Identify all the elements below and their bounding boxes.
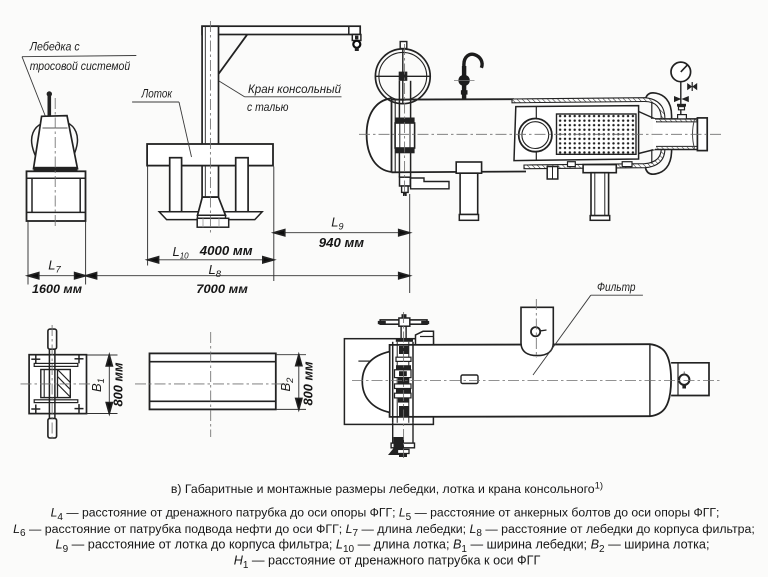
svg-text:тросовой системой: тросовой системой bbox=[30, 59, 131, 73]
svg-text:L8: L8 bbox=[209, 262, 222, 280]
svg-text:800 мм: 800 мм bbox=[302, 362, 316, 406]
svg-text:Лебедка с: Лебедка с bbox=[29, 40, 81, 54]
svg-text:L9 — расстояние от лотка до ко: L9 — расстояние от лотка до корпуса филь… bbox=[56, 538, 710, 555]
svg-text:L6 — расстояние от патрубка по: L6 — расстояние от патрубка подвода нефт… bbox=[13, 522, 755, 539]
svg-text:1600 мм: 1600 мм bbox=[32, 282, 82, 296]
svg-text:Лоток: Лоток bbox=[141, 87, 173, 101]
svg-text:Кран консольный: Кран консольный bbox=[248, 82, 341, 96]
svg-text:L10: L10 bbox=[173, 244, 190, 261]
svg-text:L9: L9 bbox=[331, 215, 343, 232]
svg-text:L4 — расстояние от дренажного: L4 — расстояние от дренажного патрубка д… bbox=[51, 506, 720, 523]
svg-text:940 мм: 940 мм bbox=[319, 236, 365, 250]
svg-text:B1: B1 bbox=[89, 378, 107, 392]
svg-text:с талью: с талью bbox=[247, 100, 289, 114]
svg-text:800 мм: 800 мм bbox=[112, 363, 126, 407]
svg-text:H1 — расстояние от дренажного: H1 — расстояние от дренажного патрубка к… bbox=[234, 554, 541, 571]
svg-text:L7: L7 bbox=[48, 258, 61, 276]
svg-text:B2: B2 bbox=[278, 377, 296, 392]
svg-text:7000 мм: 7000 мм bbox=[196, 282, 248, 296]
svg-text:4000 мм: 4000 мм bbox=[199, 243, 253, 258]
svg-text:в) Габаритные и монтажные разм: в) Габаритные и монтажные размеры лебедк… bbox=[171, 481, 603, 497]
svg-text:Фильтр: Фильтр bbox=[597, 280, 636, 294]
